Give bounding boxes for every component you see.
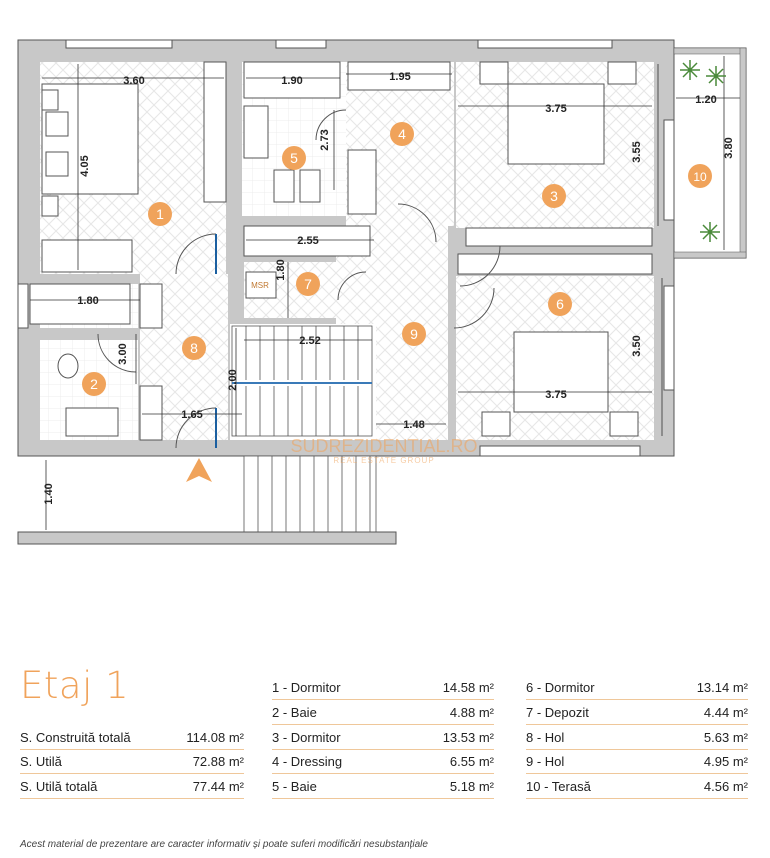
room-area: 4.56 m²: [703, 779, 748, 794]
room-marker: 8: [182, 336, 206, 360]
svg-text:SUDREZIDENTIAL.RO: SUDREZIDENTIAL.RO: [290, 436, 477, 456]
room-row: 9 - Hol 4.95 m²: [526, 750, 748, 774]
room-area: 5.18 m²: [449, 779, 494, 794]
stairs: [231, 325, 377, 533]
svg-text:5: 5: [290, 150, 298, 166]
summary-row: S. Utilă 72.88 m²: [20, 750, 244, 774]
plant-icon: [680, 60, 726, 242]
watermark-logo: SUDREZIDENTIAL.RO REAL ESTATE GROUP: [290, 436, 477, 465]
room-label: 4 - Dressing: [272, 754, 343, 769]
room-row: 4 - Dressing 6.55 m²: [272, 750, 494, 774]
dim-label: 2.00: [227, 369, 239, 390]
svg-text:3: 3: [550, 188, 558, 204]
room-area: 5.63 m²: [703, 730, 748, 745]
dim-label: 1.40: [43, 483, 55, 504]
dim-label: 3.75: [545, 389, 566, 401]
room-marker: 10: [688, 164, 712, 188]
dim-label: 1.95: [389, 71, 410, 83]
summary-row: S. Construită totală 114.08 m²: [20, 726, 244, 750]
room-area: 6.55 m²: [449, 754, 494, 769]
room-row: 5 - Baie 5.18 m²: [272, 775, 494, 799]
windows: [17, 39, 675, 457]
room-marker: 9: [402, 322, 426, 346]
room-marker: 7: [296, 272, 320, 296]
room-label: 7 - Depozit: [526, 705, 589, 720]
room-label: 9 - Hol: [526, 754, 565, 769]
room-label: 10 - Terasă: [526, 779, 591, 794]
dim-label: 2.73: [319, 129, 331, 150]
room-label: 6 - Dormitor: [526, 680, 595, 695]
room-row: 8 - Hol 5.63 m²: [526, 726, 748, 750]
room-marker: 6: [548, 292, 572, 316]
room-area: 14.58 m²: [442, 680, 494, 695]
dim-label: 1.80: [77, 295, 98, 307]
dim-label: 1.20: [695, 94, 716, 106]
room-row: 1 - Dormitor 14.58 m²: [272, 676, 494, 700]
room-area: 4.95 m²: [703, 754, 748, 769]
dim-label: 1.80: [275, 259, 287, 280]
summary-value: 114.08 m²: [186, 730, 244, 745]
room-marker: 5: [282, 146, 306, 170]
entrance-arrow-icon: [186, 458, 212, 482]
floor-plan: 3.60 1.90 1.95 3.75 1.20 4.05 2.73 3.55 …: [17, 39, 747, 545]
dim-label: 3.75: [545, 103, 566, 115]
floor-title: Etaj 1: [20, 664, 130, 707]
room-row: 6 - Dormitor 13.14 m²: [526, 676, 748, 700]
summary-label: S. Utilă: [20, 754, 62, 769]
room-area: 4.88 m²: [449, 705, 494, 720]
dim-label: 3.50: [631, 335, 643, 356]
disclaimer-text: Acest material de prezentare are caracte…: [20, 839, 428, 850]
dim-label: 1.48: [403, 419, 424, 431]
dim-label: 1.90: [281, 75, 302, 87]
svg-text:REAL ESTATE GROUP: REAL ESTATE GROUP: [333, 456, 434, 465]
dim-label: 4.05: [79, 155, 91, 176]
room-marker: 1: [148, 202, 172, 226]
svg-text:7: 7: [304, 276, 312, 292]
dim-label: 2.55: [297, 235, 318, 247]
svg-text:4: 4: [398, 126, 406, 142]
dim-label: 3.60: [123, 75, 144, 87]
room-area: 4.44 m²: [703, 705, 748, 720]
dimension-lines: [30, 56, 740, 530]
dim-label: 3.80: [723, 137, 735, 158]
room-area: 13.14 m²: [696, 680, 748, 695]
room-marker: 3: [542, 184, 566, 208]
furniture: [29, 61, 653, 441]
room-markers: 1 2 3 4 5 6 7 8 9 10: [82, 122, 712, 396]
summary-value: 72.88 m²: [192, 754, 244, 769]
room-row: 2 - Baie 4.88 m²: [272, 701, 494, 725]
room-label: 2 - Baie: [272, 705, 317, 720]
summary-value: 77.44 m²: [192, 779, 244, 794]
room-label: 1 - Dormitor: [272, 680, 341, 695]
svg-text:6: 6: [556, 296, 564, 312]
svg-text:9: 9: [410, 326, 418, 342]
summary-row: S. Utilă totală 77.44 m²: [20, 775, 244, 799]
dim-label: 2.52: [299, 335, 320, 347]
room-label: 5 - Baie: [272, 779, 317, 794]
room-marker: 4: [390, 122, 414, 146]
dim-label: 3.00: [117, 343, 129, 364]
room-row: 7 - Depozit 4.44 m²: [526, 701, 748, 725]
msr-label: MSR: [251, 281, 269, 290]
room-label: 3 - Dormitor: [272, 730, 341, 745]
svg-text:10: 10: [693, 170, 707, 184]
dim-label: 3.55: [631, 141, 643, 162]
room-row: 3 - Dormitor 13.53 m²: [272, 726, 494, 750]
svg-text:1: 1: [156, 206, 164, 222]
svg-text:8: 8: [190, 340, 198, 356]
doors: [97, 109, 501, 449]
dimension-labels: 3.60 1.90 1.95 3.75 1.20 4.05 2.73 3.55 …: [43, 71, 735, 505]
summary-label: S. Utilă totală: [20, 779, 98, 794]
summary-label: S. Construită totală: [20, 730, 131, 745]
balcony-slab: [17, 531, 397, 545]
room-marker: 2: [82, 372, 106, 396]
dim-label: 1.65: [181, 409, 202, 421]
room-area: 13.53 m²: [442, 730, 494, 745]
room-label: 8 - Hol: [526, 730, 565, 745]
room-row: 10 - Terasă 4.56 m²: [526, 775, 748, 799]
svg-text:2: 2: [90, 376, 98, 392]
